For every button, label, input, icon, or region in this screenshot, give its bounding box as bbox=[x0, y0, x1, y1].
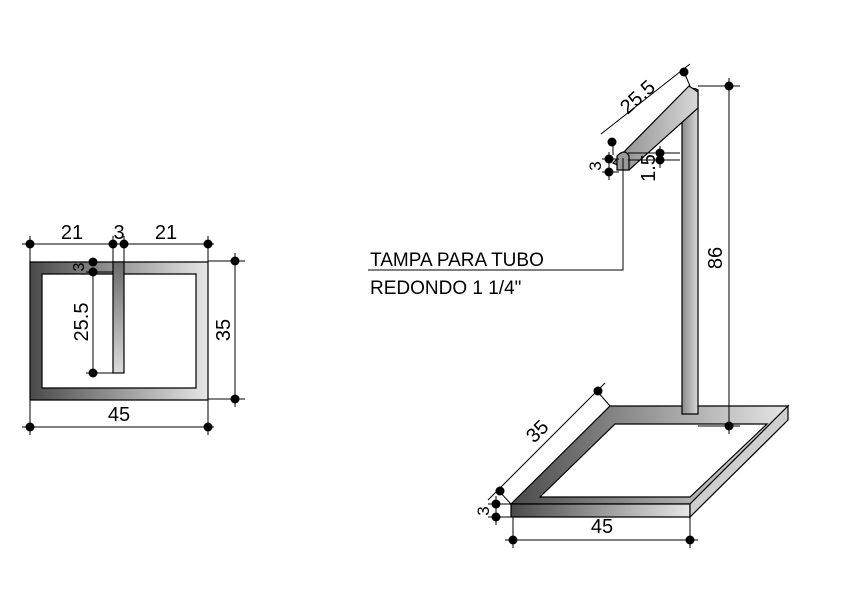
top-view-bar bbox=[112, 261, 125, 374]
dim-top-bar-length: 25.5 bbox=[71, 303, 93, 342]
note-leader bbox=[368, 165, 624, 271]
dim-top-middle: 3 bbox=[113, 222, 124, 244]
dim-top-height: 35 bbox=[213, 319, 235, 341]
iso-view: TAMPA PARA TUBO REDONDO 1 1/4" 25.5 3 1.… bbox=[368, 63, 790, 548]
dim-top-total-width: 45 bbox=[108, 404, 130, 426]
dim-iso-depth: 35 bbox=[522, 416, 553, 447]
dim-iso-cap-length: 1.5 bbox=[638, 154, 660, 182]
dim-iso-arm-length: 25.5 bbox=[616, 76, 660, 118]
dim-iso-base-thickness: 3 bbox=[474, 506, 493, 515]
dim-top-bar-gap: 3 bbox=[71, 262, 88, 271]
note-line-2: REDONDO 1 1/4" bbox=[370, 278, 521, 299]
dim-iso-cap-small: 3 bbox=[586, 161, 605, 170]
iso-post bbox=[681, 101, 699, 415]
note-line-1: TAMPA PARA TUBO bbox=[370, 250, 544, 271]
dim-iso-height: 86 bbox=[705, 247, 727, 269]
dim-top-right: 21 bbox=[155, 222, 177, 244]
iso-base-side bbox=[689, 404, 789, 519]
dim-iso-width: 45 bbox=[591, 516, 613, 538]
top-view: 21 3 21 45 35 25.5 3 bbox=[22, 222, 245, 435]
dim-top-left: 21 bbox=[61, 222, 83, 244]
